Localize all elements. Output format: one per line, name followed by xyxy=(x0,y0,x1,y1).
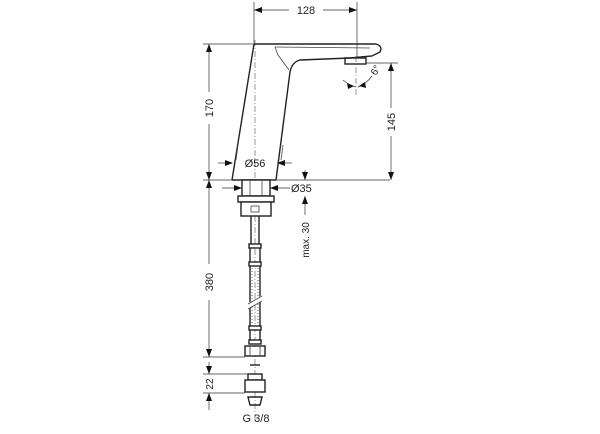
mount-diameter-label: Ø35 xyxy=(291,183,312,195)
dimension-body-diameter: Ø56 xyxy=(218,158,292,170)
dimension-hose-length: 380 xyxy=(203,180,245,358)
dimension-max-counter-thickness: max. 30 xyxy=(301,170,312,258)
spout-height-label: 145 xyxy=(386,113,398,131)
dimension-total-height: 170 xyxy=(203,43,390,181)
dimension-spout-reach: 128 xyxy=(253,2,358,58)
dimension-mount-diameter: Ø35 xyxy=(222,183,312,195)
supply-hose xyxy=(244,216,266,357)
max-counter-thickness-label: max. 30 xyxy=(301,222,312,258)
connector xyxy=(244,364,266,406)
spout-angle-label: 6° xyxy=(369,64,383,78)
spout-reach-label: 128 xyxy=(297,5,315,17)
body-diameter-label: Ø56 xyxy=(245,158,266,170)
mounting-shank xyxy=(237,179,275,217)
thread-label: G 3/8 xyxy=(243,413,270,425)
hose-length-label: 380 xyxy=(204,273,216,291)
connector-height-label: 22 xyxy=(205,378,216,390)
dimension-spout-angle: 6° xyxy=(342,64,383,89)
total-height-label: 170 xyxy=(204,99,216,117)
dimension-spout-height: 145 xyxy=(366,62,398,180)
dimension-connector-height: 22 xyxy=(203,362,248,410)
